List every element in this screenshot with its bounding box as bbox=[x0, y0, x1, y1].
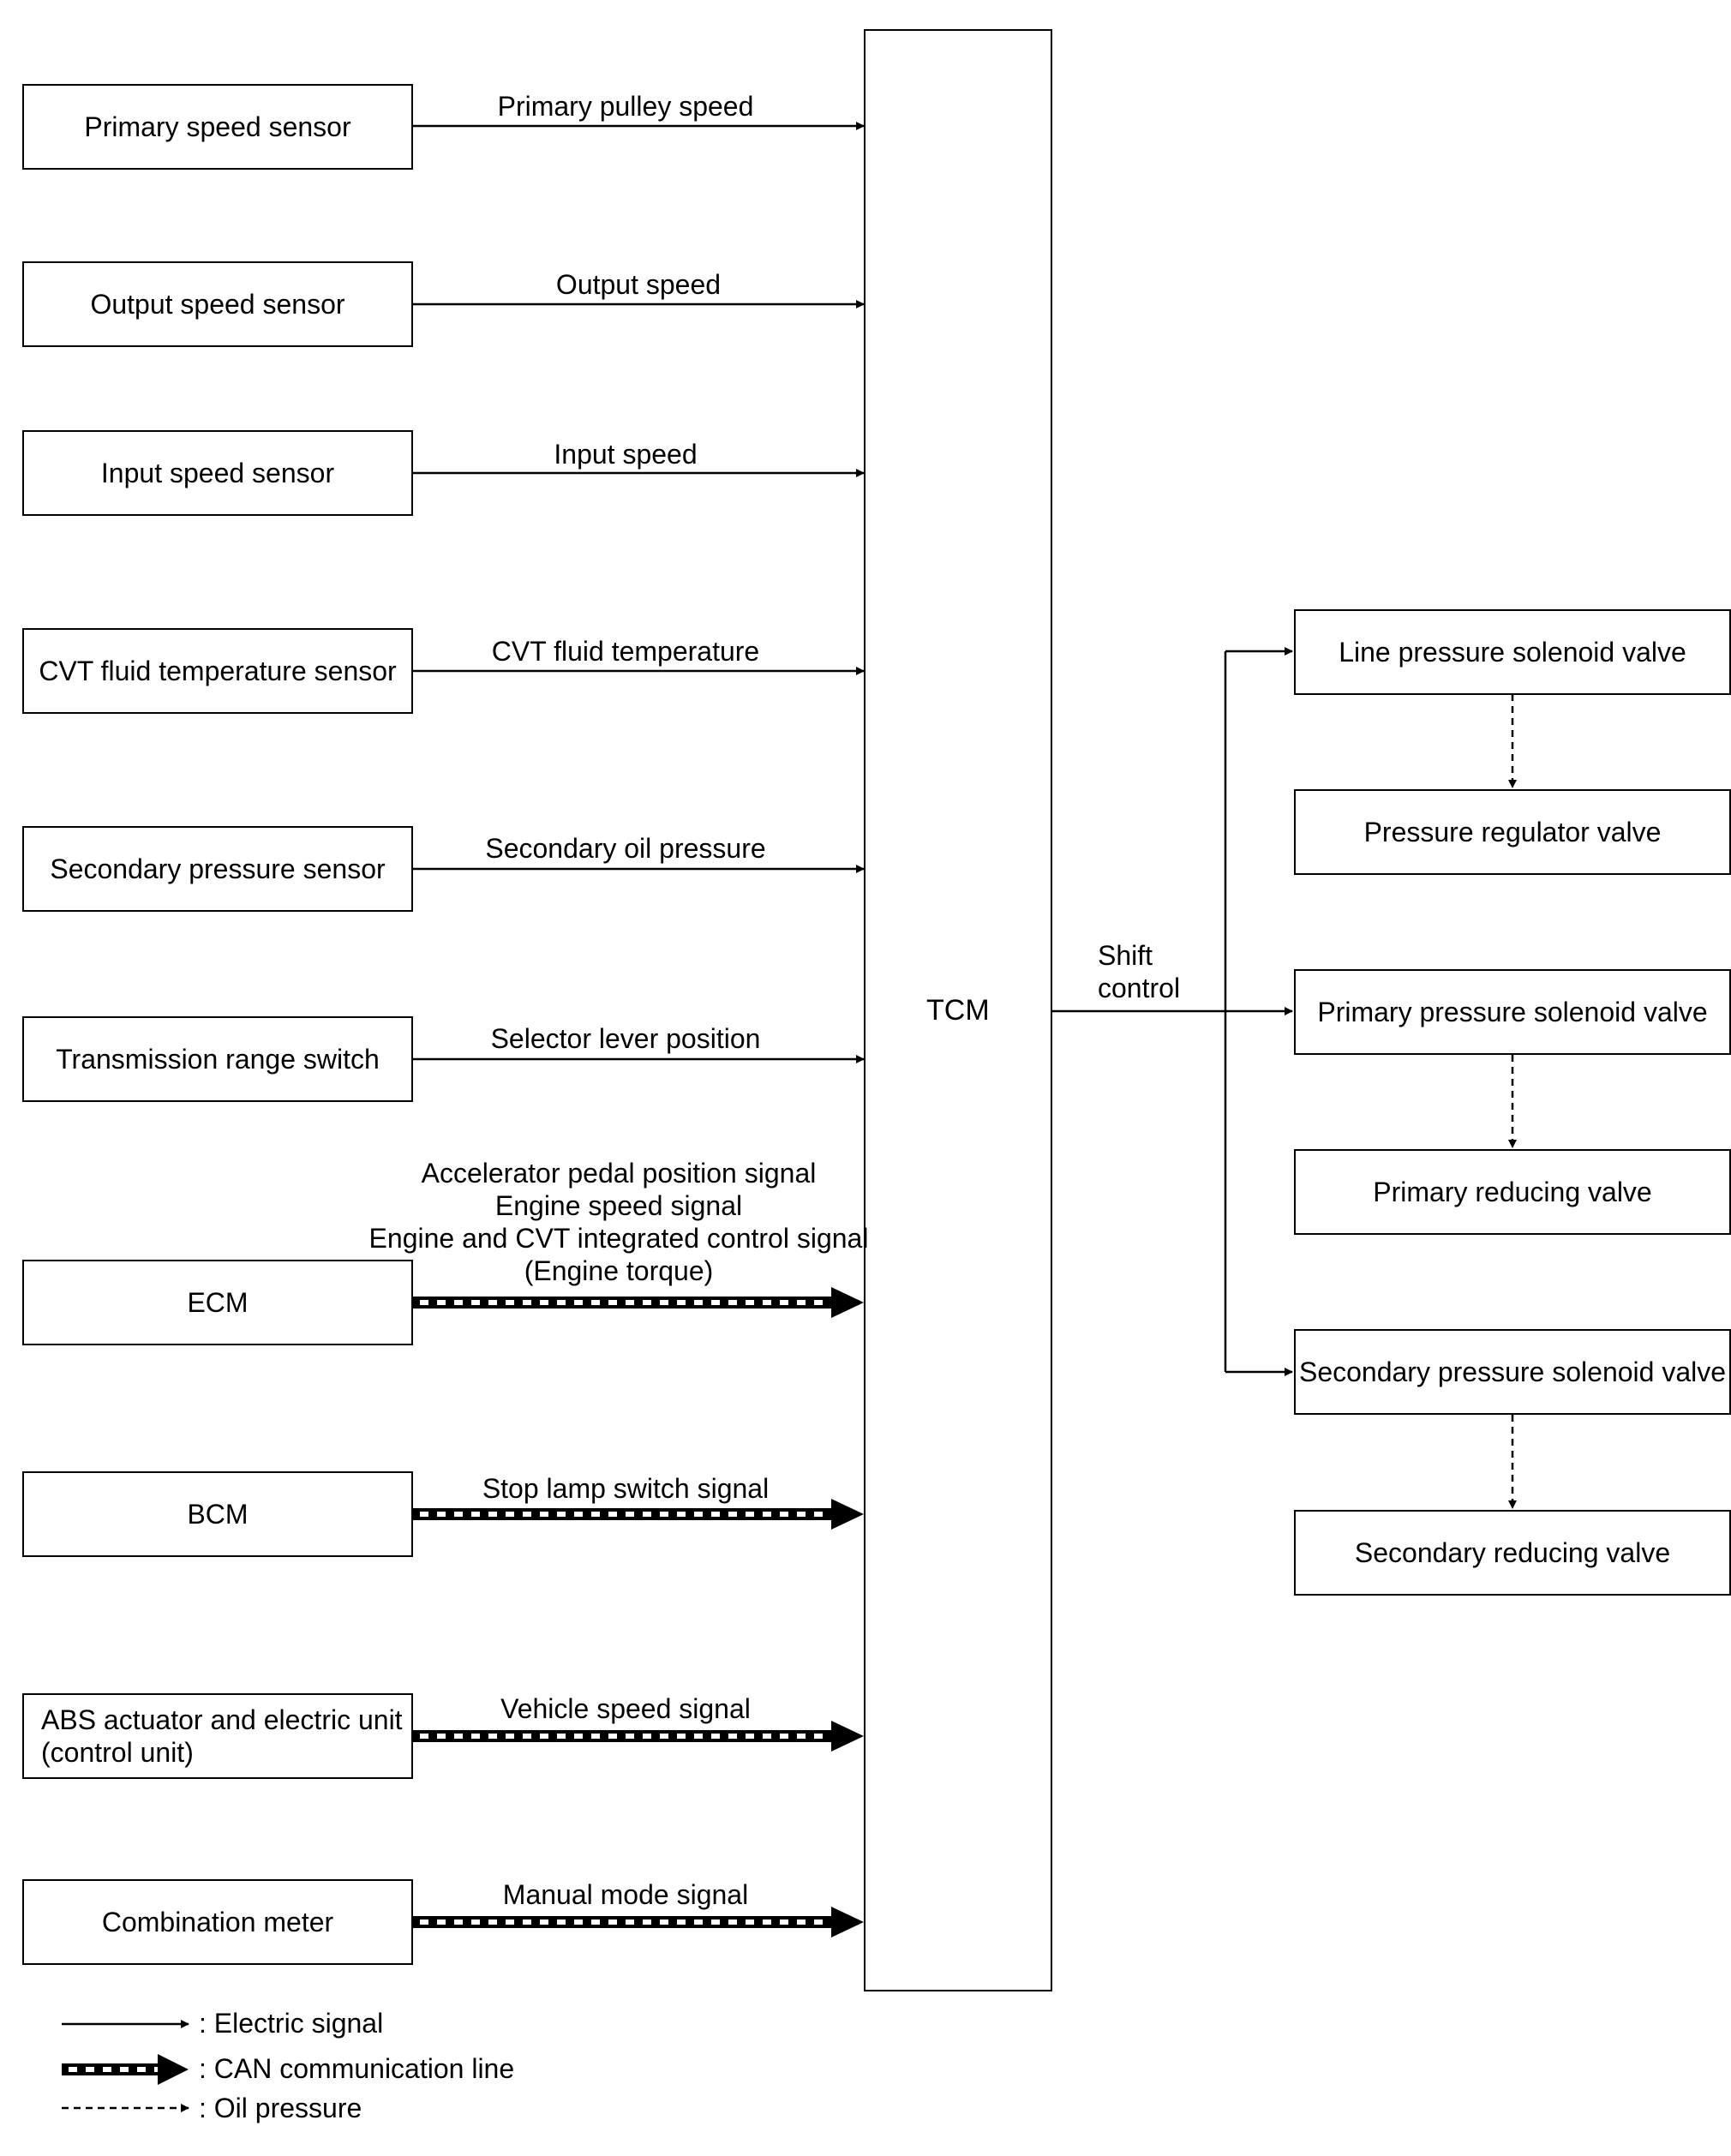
output-speed-sensor-box: Output speed sensor bbox=[22, 261, 413, 347]
secondary-pressure-sensor-label: Secondary pressure sensor bbox=[50, 853, 386, 884]
can-arrow-abs bbox=[413, 1721, 864, 1752]
abs-actuator-box: ABS actuator and electric unit (control … bbox=[22, 1693, 413, 1779]
shift-control-label: Shift control bbox=[1098, 939, 1180, 1004]
cvt-fluid-temperature-sensor-box: CVT fluid temperature sensor bbox=[22, 628, 413, 714]
pressure-regulator-valve-label: Pressure regulator valve bbox=[1363, 816, 1662, 847]
can-arrow-ecm bbox=[413, 1287, 864, 1318]
line-pressure-solenoid-valve-box: Line pressure solenoid valve bbox=[1294, 609, 1731, 695]
secondary-pressure-solenoid-valve-box: Secondary pressure solenoid valve bbox=[1294, 1329, 1731, 1415]
pressure-regulator-valve-box: Pressure regulator valve bbox=[1294, 789, 1731, 875]
signal-label-vehicle-speed: Vehicle speed signal bbox=[500, 1693, 751, 1724]
cvt-fluid-temperature-sensor-label: CVT fluid temperature sensor bbox=[39, 655, 397, 686]
electric-arrows bbox=[413, 122, 865, 1063]
legend-oil-label: : Oil pressure bbox=[199, 2093, 362, 2123]
transmission-range-switch-label: Transmission range switch bbox=[56, 1043, 380, 1075]
can-arrow-combination-meter bbox=[413, 1907, 864, 1937]
signal-label-manual-mode: Manual mode signal bbox=[502, 1879, 749, 1910]
ecm-signal-line2: Engine speed signal bbox=[494, 1190, 743, 1221]
ecm-signal-line4: (Engine torque) bbox=[524, 1255, 714, 1286]
primary-speed-sensor-label: Primary speed sensor bbox=[84, 111, 351, 142]
input-speed-sensor-label: Input speed sensor bbox=[100, 457, 335, 488]
tcm-box bbox=[864, 29, 1052, 1991]
can-arrow-bcm bbox=[413, 1499, 864, 1530]
primary-reducing-valve-label: Primary reducing valve bbox=[1373, 1176, 1652, 1207]
ecm-signal-line3: Engine and CVT integrated control signal bbox=[368, 1223, 869, 1254]
secondary-reducing-valve-label: Secondary reducing valve bbox=[1354, 1536, 1671, 1568]
primary-reducing-valve-box: Primary reducing valve bbox=[1294, 1149, 1731, 1235]
signal-label-output-speed: Output speed bbox=[555, 269, 722, 300]
primary-speed-sensor-box: Primary speed sensor bbox=[22, 84, 413, 170]
signal-label-selector-lever-position: Selector lever position bbox=[490, 1023, 761, 1054]
ecm-signal-line1: Accelerator pedal position signal bbox=[421, 1158, 817, 1189]
primary-pressure-solenoid-valve-label: Primary pressure solenoid valve bbox=[1317, 996, 1708, 1027]
input-speed-sensor-box: Input speed sensor bbox=[22, 430, 413, 516]
output-speed-sensor-label: Output speed sensor bbox=[90, 288, 345, 320]
legend-can-label: : CAN communication line bbox=[199, 2053, 515, 2084]
signal-label-input-speed: Input speed bbox=[554, 439, 698, 470]
signal-label-stop-lamp-switch: Stop lamp switch signal bbox=[482, 1473, 770, 1504]
combination-meter-label: Combination meter bbox=[101, 1906, 334, 1937]
legend-symbols bbox=[62, 2020, 189, 2112]
secondary-pressure-solenoid-valve-label: Secondary pressure solenoid valve bbox=[1298, 1356, 1727, 1387]
output-wiring bbox=[1051, 647, 1293, 1376]
shift-control-line1: Shift bbox=[1098, 940, 1153, 971]
signal-label-primary-pulley-speed: Primary pulley speed bbox=[497, 91, 754, 122]
legend-electric-label: : Electric signal bbox=[199, 2008, 384, 2039]
can-arrows bbox=[413, 1287, 864, 1937]
signal-label-secondary-oil-pressure: Secondary oil pressure bbox=[485, 833, 766, 864]
combination-meter-box: Combination meter bbox=[22, 1879, 413, 1965]
line-pressure-solenoid-valve-label: Line pressure solenoid valve bbox=[1339, 636, 1686, 668]
signal-label-ecm: Accelerator pedal position signal Engine… bbox=[369, 1157, 869, 1287]
tcm-label: TCM bbox=[926, 994, 990, 1027]
shift-control-line2: control bbox=[1098, 973, 1181, 1003]
bcm-box: BCM bbox=[22, 1471, 413, 1557]
secondary-reducing-valve-box: Secondary reducing valve bbox=[1294, 1510, 1731, 1596]
legend-can-symbol bbox=[62, 2054, 189, 2085]
abs-actuator-label-line2: (control unit) bbox=[41, 1737, 194, 1768]
abs-actuator-label-line1: ABS actuator and electric unit bbox=[41, 1704, 403, 1735]
primary-pressure-solenoid-valve-box: Primary pressure solenoid valve bbox=[1294, 969, 1731, 1055]
transmission-range-switch-box: Transmission range switch bbox=[22, 1016, 413, 1102]
ecm-label: ECM bbox=[187, 1286, 249, 1318]
ecm-box: ECM bbox=[22, 1260, 413, 1345]
signal-label-cvt-fluid-temperature: CVT fluid temperature bbox=[491, 636, 760, 667]
bcm-label: BCM bbox=[187, 1498, 249, 1530]
secondary-pressure-sensor-box: Secondary pressure sensor bbox=[22, 826, 413, 912]
